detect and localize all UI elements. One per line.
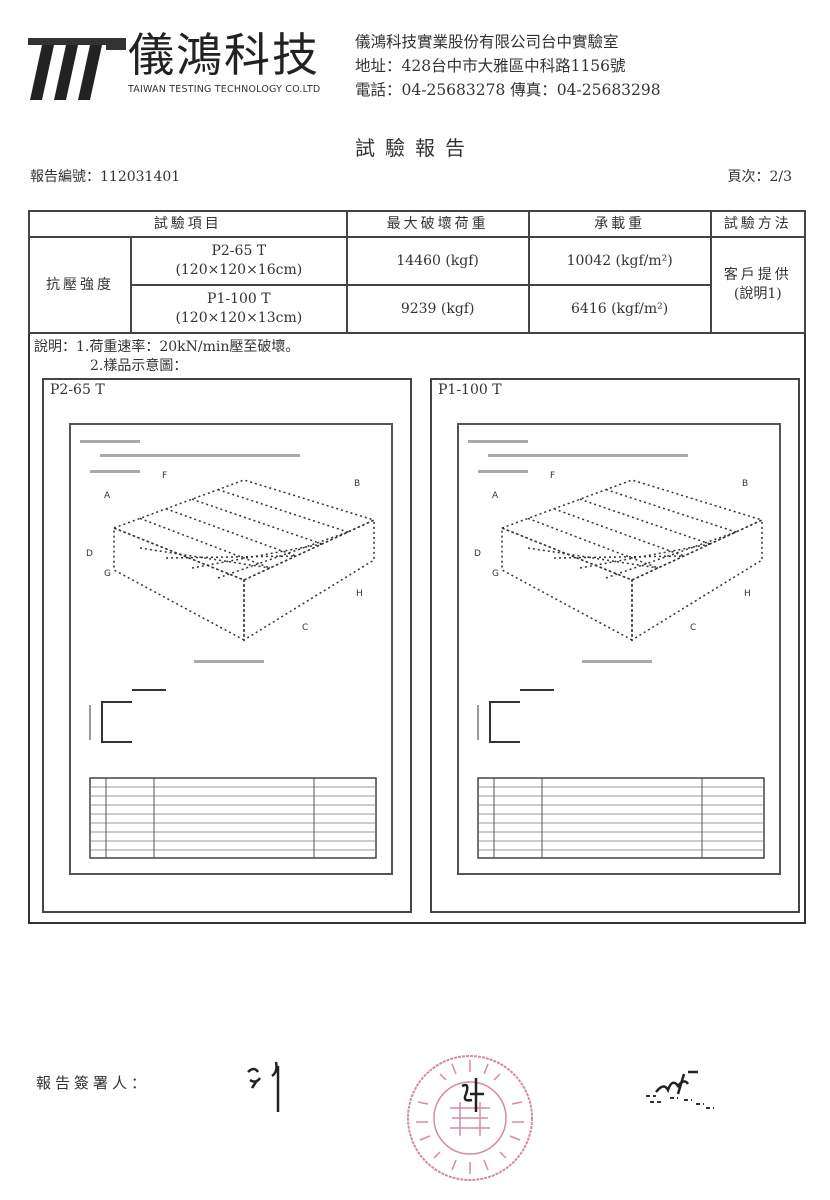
callout-label: G — [492, 569, 499, 579]
report-number: 報告編號：112031401 — [30, 169, 181, 185]
pallet-grid-line — [605, 488, 737, 533]
callout-label: H — [744, 589, 751, 599]
company-line: 儀鴻科技實業股份有限公司台中實驗室 — [355, 33, 619, 51]
signature-1 — [247, 1061, 280, 1112]
sample-cell: P1-100 T (120×120×13cm) — [130, 284, 348, 334]
pallet-grid-line — [553, 555, 685, 559]
header-max-load: 最大破壞荷重 — [345, 210, 530, 238]
sample-diagram-label: P2-65 T — [50, 382, 105, 398]
pallet-grid-line — [579, 498, 711, 545]
sample-name: P2-65 T — [211, 243, 267, 259]
pallet-top-outline — [111, 479, 377, 581]
callout-label: F — [162, 471, 167, 481]
note-line2: 2.樣品示意圖： — [90, 358, 188, 374]
signatory-label: 報告簽署人： — [36, 1074, 151, 1092]
drawing-text-line — [80, 440, 140, 443]
pallet-grid-line — [579, 543, 711, 569]
table-header-row: 試驗項目 最大破壞荷重 承載重 試驗方法 — [28, 210, 807, 238]
company-info: 儀鴻科技實業股份有限公司台中實驗室 地址：428台中市大雅區中科路1156號 電… — [355, 30, 661, 102]
callout-label: A — [104, 491, 111, 501]
signature-2 — [646, 1070, 714, 1109]
company-logo-icon — [28, 38, 126, 100]
pallet-grid-line — [527, 517, 659, 569]
spec-table — [477, 777, 765, 859]
drawing-text-line — [100, 454, 300, 457]
pallet-grid-line — [139, 517, 271, 569]
pallet-grid-line — [527, 547, 659, 569]
pallet-top-outline — [499, 479, 765, 581]
sample-size: (120×120×16cm) — [175, 262, 303, 278]
pallet-drawing: A F B D G H C — [69, 423, 393, 875]
pallet-grid-line — [217, 488, 349, 533]
table-row: 抗壓強度 P2-65 T (120×120×16cm) 14460 (kgf) … — [28, 236, 807, 334]
drawing-sheet-border — [69, 423, 393, 875]
drawing-caption — [194, 660, 264, 663]
pallet-grid-line — [605, 531, 737, 579]
pallet-grid-line — [139, 547, 271, 569]
cross-section-profile — [101, 689, 166, 743]
pallet-front-face — [113, 526, 245, 642]
official-seal — [407, 1055, 533, 1181]
header-bearing: 承載重 — [527, 210, 712, 238]
bearing-cell: 10042 (kgf/m²) — [527, 236, 712, 286]
callout-label: B — [742, 479, 748, 489]
sample-size: (120×120×13cm) — [175, 310, 303, 326]
callout-label: C — [690, 623, 696, 633]
drawing-text-line — [90, 470, 140, 473]
company-logo-name: 儀鴻科技 — [128, 28, 320, 82]
callout-label: C — [302, 623, 308, 633]
pallet-grid-line — [191, 498, 323, 545]
drawing-text-line — [488, 454, 688, 457]
sample-diagram-p2-65t: A F B D G H C P2-65 T — [42, 378, 412, 913]
test-method-cell: 客戶提供 (說明1) — [709, 236, 807, 334]
callout-label: D — [86, 549, 93, 559]
sample-cell: P2-65 T (120×120×16cm) — [130, 236, 348, 286]
drawing-text-line — [468, 440, 528, 443]
bearing-cell: 6416 (kgf/m²) — [527, 284, 712, 334]
cross-section-profile — [489, 689, 554, 743]
pallet-grid-line — [553, 508, 685, 557]
drawing-text-line — [478, 470, 528, 473]
results-table: 試驗項目 最大破壞荷重 承載重 試驗方法 抗壓強度 P2-65 T (120×1… — [28, 210, 807, 334]
phone-line: 電話：04-25683278 傳真：04-25683298 — [355, 81, 661, 99]
spec-table — [89, 777, 377, 859]
callout-label: A — [492, 491, 499, 501]
method-line2: (說明1) — [733, 286, 782, 302]
callout-label: G — [104, 569, 111, 579]
callout-label: B — [354, 479, 360, 489]
table-row: P1-100 T (120×120×13cm) 9239 (kgf) 6416 … — [29, 284, 805, 334]
sample-name: P1-100 T — [207, 291, 271, 307]
pallet-drawing: A F B D G H C — [457, 423, 781, 875]
pallet-grid-line — [191, 543, 323, 569]
header-test-item: 試驗項目 — [28, 210, 348, 238]
document-title: 試驗報告 — [355, 136, 475, 160]
pallet-grid-line — [217, 531, 349, 579]
note-line1: 說明：1.荷重速率：20kN/min壓至破壞。 — [34, 339, 300, 355]
drawing-sheet-border — [457, 423, 781, 875]
pallet-grid-line — [165, 508, 297, 557]
pallet-side-face — [631, 518, 763, 642]
max-load-cell: 14460 (kgf) — [345, 236, 530, 286]
callout-label: F — [550, 471, 555, 481]
pallet-side-face — [243, 518, 375, 642]
max-load-cell: 9239 (kgf) — [345, 284, 530, 334]
drawing-caption — [582, 660, 652, 663]
pallet-grid-line — [165, 555, 297, 559]
sample-diagram-label: P1-100 T — [438, 382, 502, 398]
company-english-name: TAIWAN TESTING TECHNOLOGY CO.LTD — [128, 84, 321, 95]
page-number: 頁次：2/3 — [727, 169, 792, 185]
address-line: 地址：428台中市大雅區中科路1156號 — [355, 57, 626, 75]
notes: 說明：1.荷重速率：20kN/min壓至破壞。 2.樣品示意圖： — [34, 338, 299, 376]
pallet-front-face — [501, 526, 633, 642]
test-item-cell: 抗壓強度 — [28, 236, 132, 334]
callout-label: H — [356, 589, 363, 599]
header-test-method: 試驗方法 — [709, 210, 807, 238]
method-line1: 客戶提供 — [723, 267, 792, 283]
callout-label: D — [474, 549, 481, 559]
sample-diagram-p1-100t: A F B D G H C P1-100 T — [430, 378, 800, 913]
